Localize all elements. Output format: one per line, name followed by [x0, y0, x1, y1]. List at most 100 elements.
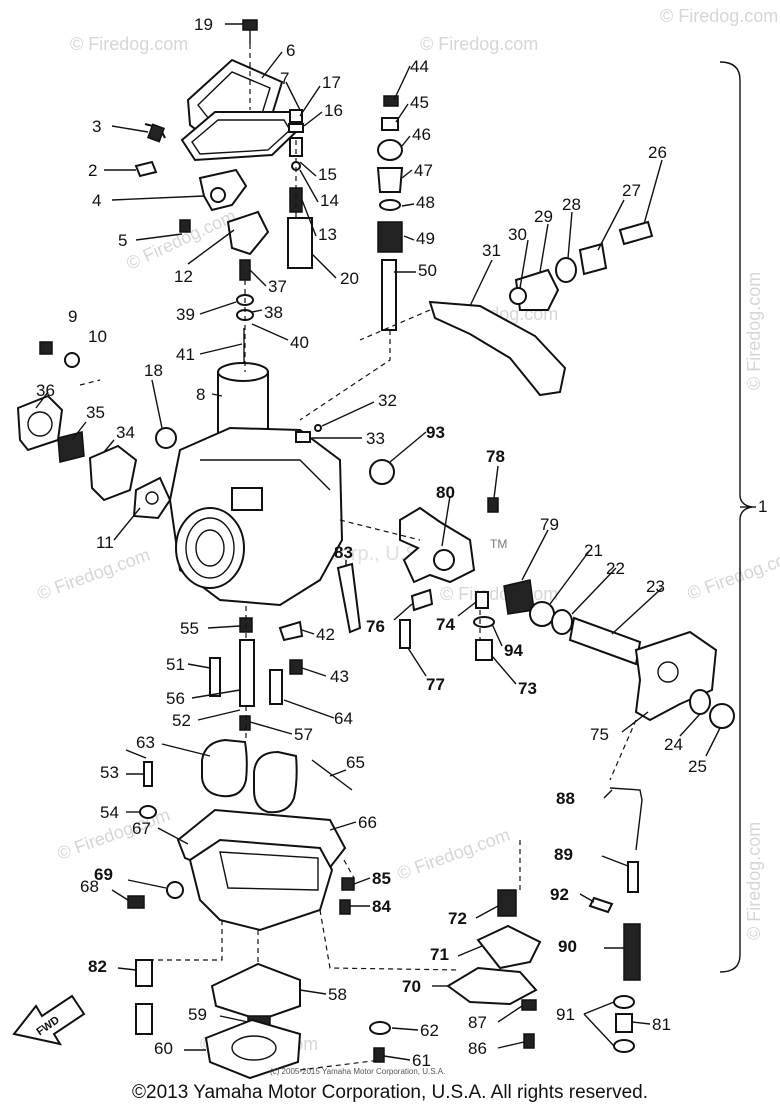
- callout: 2: [88, 161, 97, 180]
- callout: 91: [556, 1005, 575, 1024]
- clip-2: [134, 160, 158, 178]
- guide: [79, 379, 101, 386]
- callout: 46: [412, 125, 431, 144]
- callout: 79: [540, 515, 559, 534]
- callout: 6: [286, 41, 295, 60]
- throttle-linkage-group: [428, 220, 654, 397]
- callout: 26: [648, 143, 667, 162]
- screw-43: [289, 659, 303, 675]
- spring-37: [239, 259, 251, 281]
- plunger-47: [376, 167, 404, 193]
- callout: 51: [166, 655, 185, 674]
- float-right: [253, 750, 298, 814]
- piston-valve-top: [217, 362, 269, 382]
- lever-75-hole: [657, 661, 679, 683]
- callout: 1: [758, 497, 767, 516]
- watermark: © Firedog.com: [70, 34, 188, 54]
- callout: 82: [88, 957, 107, 976]
- callout: 12: [174, 267, 193, 286]
- callout: 17: [322, 73, 341, 92]
- spring-35: [57, 431, 85, 463]
- screw-76: [410, 588, 434, 612]
- collar-27: [578, 242, 608, 276]
- guide: [319, 909, 461, 971]
- callout: 8: [196, 385, 205, 404]
- callout: 94: [504, 641, 523, 660]
- callout: 21: [584, 541, 603, 560]
- watermark: © Firedog.com: [744, 272, 764, 390]
- tube-83: [336, 562, 362, 634]
- seal-22: [551, 609, 573, 635]
- footer-copyright: ©2013 Yamaha Motor Corporation, U.S.A. A…: [132, 1082, 648, 1103]
- cover-70: [446, 966, 538, 1006]
- plate-80: [399, 506, 476, 584]
- callout: 28: [562, 195, 581, 214]
- callout: 66: [358, 813, 377, 832]
- callout: 30: [508, 225, 527, 244]
- needle-53: [143, 761, 153, 787]
- callout: 22: [606, 559, 625, 578]
- carb-intake-inner: [185, 517, 235, 579]
- callout: 81: [652, 1015, 671, 1034]
- screw-77: [399, 619, 411, 649]
- callout: 56: [166, 689, 185, 708]
- top-cover-group: [39, 19, 313, 368]
- screw-84: [339, 899, 351, 915]
- watermark: © Firedog.com: [685, 544, 780, 603]
- screw-9: [39, 341, 53, 355]
- washer-10: [64, 352, 80, 368]
- spacer-15: [289, 137, 303, 157]
- bracket-4-hole: [210, 187, 226, 203]
- callout: 11: [96, 533, 114, 552]
- float-bowl-group: [127, 738, 355, 932]
- carb-port: [231, 487, 263, 511]
- guide: [339, 519, 421, 541]
- guide: [140, 920, 223, 961]
- screw-78: [487, 497, 499, 513]
- starter-plunger-group: [376, 95, 404, 331]
- callout: 76: [366, 617, 385, 636]
- washer-91a: [613, 995, 635, 1009]
- needle-jet-56: [239, 639, 255, 707]
- screw-86: [523, 1033, 535, 1049]
- watermark: © Firedog.com: [35, 544, 153, 603]
- jet-51: [209, 657, 221, 697]
- callout: 27: [622, 181, 641, 200]
- ring-93: [369, 459, 395, 485]
- callout: 16: [324, 101, 343, 120]
- screw-5: [179, 219, 191, 233]
- cover-60-inner: [231, 1035, 277, 1061]
- washer-87: [521, 999, 537, 1011]
- rod-88: [609, 787, 643, 851]
- ring-48: [379, 199, 401, 211]
- callout: 3: [92, 117, 101, 136]
- guide: [359, 309, 431, 341]
- callout: 25: [688, 757, 707, 776]
- screw-92: [588, 896, 614, 914]
- float-bowl-67: [188, 838, 334, 932]
- washer-21: [529, 601, 555, 627]
- fwd-arrow-shape: [12, 994, 86, 1046]
- plate-12: [226, 210, 270, 256]
- washer-28: [555, 257, 577, 283]
- callout: 60: [154, 1039, 173, 1058]
- callout-labels: 19 6 7 17 16 15 14 13 20 3 2 4 5 12 37 3…: [36, 15, 767, 1070]
- float-left: [201, 738, 248, 798]
- jet-group: [139, 617, 304, 819]
- callout: 43: [330, 667, 349, 686]
- screw-61: [373, 1047, 385, 1063]
- accelerator-pump-group: [446, 787, 643, 1053]
- fwd-arrow: FWD: [12, 994, 86, 1046]
- callout: 31: [482, 241, 501, 260]
- callout: 69: [94, 865, 113, 884]
- spring-79: [503, 579, 535, 615]
- callout: 58: [328, 985, 347, 1004]
- spring-13: [289, 187, 303, 213]
- callout: 24: [664, 735, 683, 754]
- watermark: © Firedog.com: [420, 34, 538, 54]
- screw-3-head: [147, 123, 165, 143]
- callout: 20: [340, 269, 359, 288]
- cover-60: [204, 1018, 302, 1080]
- callout: 7: [280, 69, 289, 88]
